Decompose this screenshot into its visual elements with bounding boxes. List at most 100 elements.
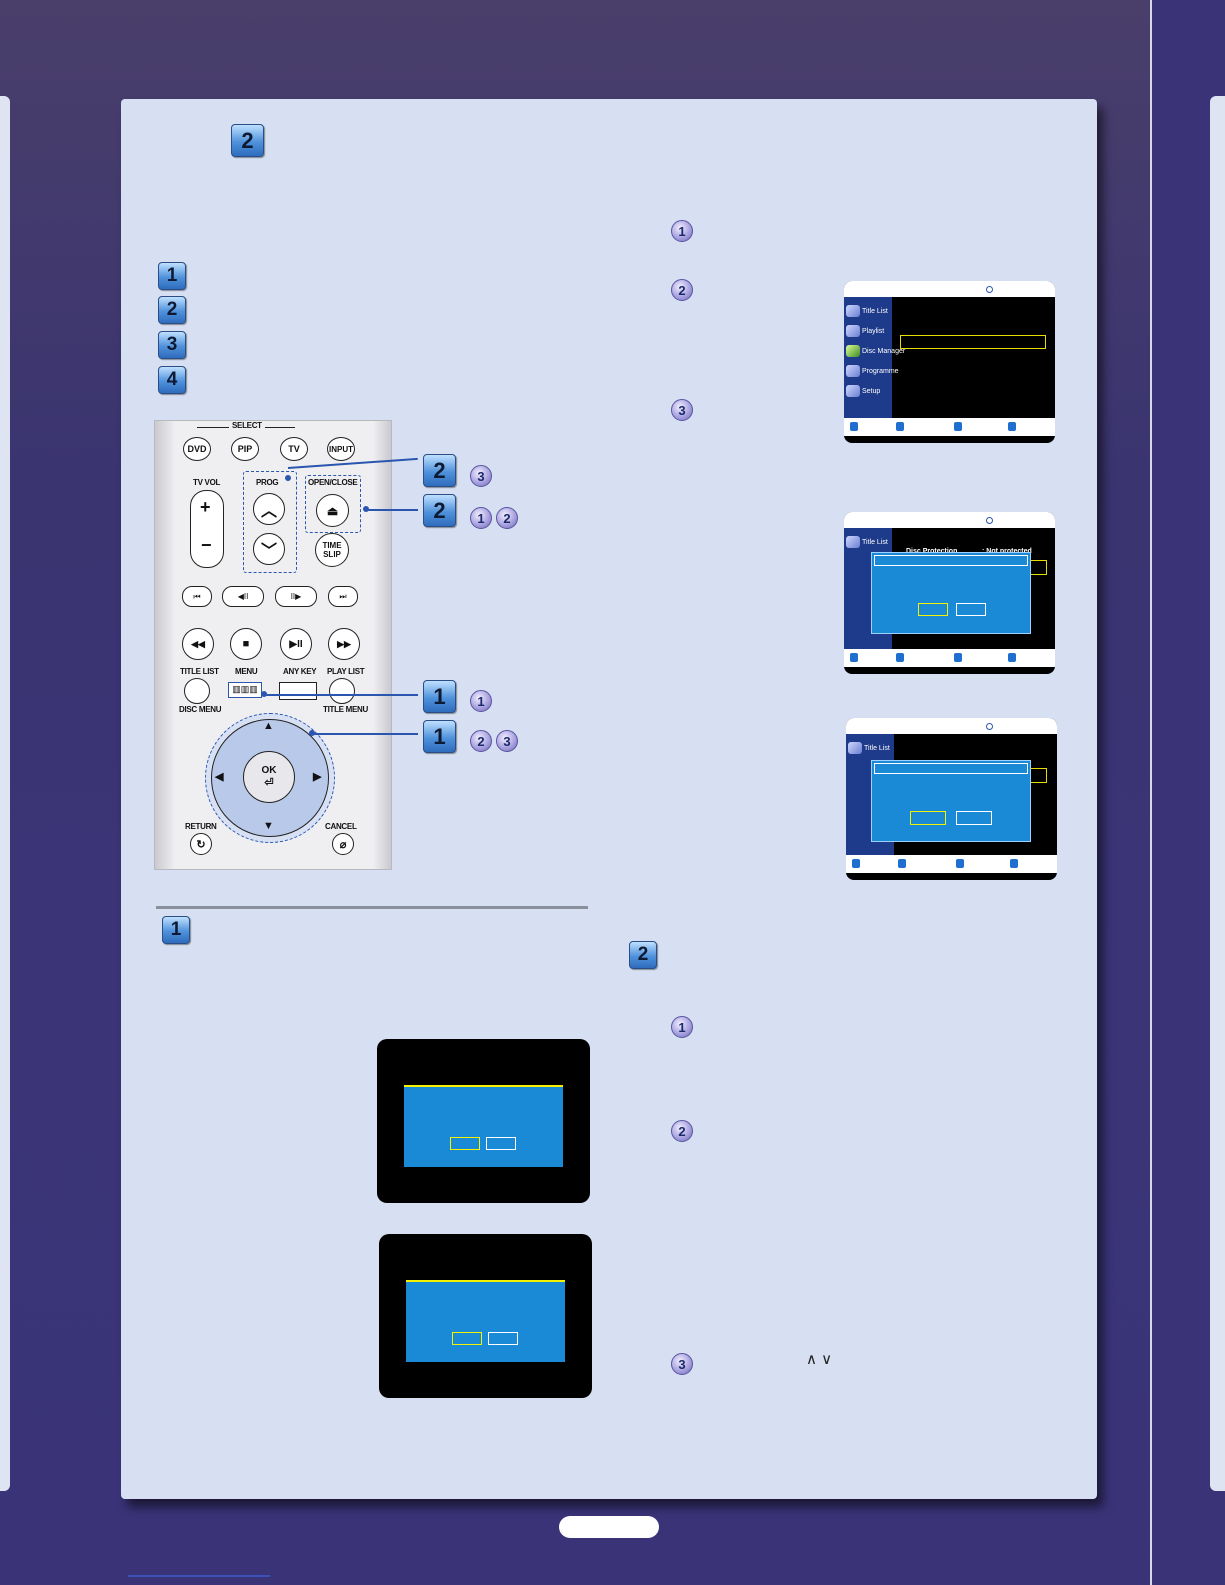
dialog-no-button-2[interactable] — [488, 1332, 518, 1345]
cancel-label: CANCEL — [325, 822, 357, 831]
ok-icon — [896, 422, 904, 431]
select-label: SELECT — [229, 421, 265, 430]
skip-back-button[interactable]: ⏮ — [182, 586, 212, 607]
osd-highlight-row[interactable] — [900, 335, 1046, 349]
ok-button[interactable]: OK ⏎ — [243, 751, 295, 803]
title-list-button[interactable] — [184, 678, 210, 704]
osd-menu-title-list[interactable]: Title List — [846, 305, 888, 317]
callout-step-a-1: 3 — [470, 465, 492, 487]
dvd-button[interactable]: DVD — [183, 437, 211, 461]
osd3-yes-button[interactable] — [910, 811, 946, 825]
prog-up-button[interactable]: ︿ — [253, 493, 285, 525]
section-divider — [156, 906, 588, 909]
pip-button[interactable]: PIP — [231, 437, 259, 461]
osd3-highlight-edge — [1030, 768, 1047, 783]
section-badge: 2 — [231, 124, 264, 157]
arrow-down-icon[interactable]: ▼ — [263, 820, 274, 832]
dialog-no-button-1[interactable] — [486, 1137, 516, 1150]
osd-titlebar-2 — [844, 512, 1055, 528]
osd-menu-disc-manager[interactable]: Disc Manager — [846, 345, 905, 357]
osd2-bottom-bar — [844, 649, 1055, 667]
step-badge-2: 2 — [158, 296, 186, 324]
osd-side-menu: Title List Playlist Disc Manager Program… — [844, 297, 905, 425]
osd-titlebar-3 — [846, 718, 1057, 734]
dialog-box-1 — [404, 1085, 563, 1167]
callout-step-d-2: 3 — [496, 730, 518, 752]
callout-step-b-2: 2 — [496, 507, 518, 529]
return-label: RETURN — [185, 822, 217, 831]
tv-vol-rocker[interactable] — [190, 490, 224, 568]
right-step-2: 2 — [671, 279, 693, 301]
step-back-button[interactable]: ◀II — [222, 586, 264, 607]
ok-label: OK — [261, 765, 277, 776]
any-key-button[interactable] — [279, 682, 317, 700]
dialog-yes-button-1[interactable] — [450, 1137, 480, 1150]
step-badge-4: 4 — [158, 366, 186, 394]
callout-badge-d: 1 — [423, 720, 456, 753]
open-close-label: OPEN/CLOSE — [308, 478, 358, 487]
stop-button[interactable]: ■ — [230, 628, 262, 660]
play-pause-button[interactable]: ▶II — [280, 628, 312, 660]
osd-menu-programme[interactable]: Programme — [846, 365, 899, 377]
title-menu-label: TITLE MENU — [323, 705, 368, 714]
callout-dot-prog — [285, 475, 291, 481]
osd-menu-setup[interactable]: Setup — [846, 385, 880, 397]
callout-dot-menu — [261, 691, 267, 697]
tv-button[interactable]: TV — [280, 437, 308, 461]
prog-up-down-icons: ∧ ∨ — [806, 1351, 833, 1368]
osd2-no-button[interactable] — [956, 603, 986, 616]
osd2-menu-title-list[interactable]: Title List — [846, 536, 888, 548]
osd3-no-button[interactable] — [956, 811, 992, 825]
tv-screen-2 — [379, 1234, 592, 1398]
tv-vol-label: TV VOL — [193, 478, 221, 487]
footer-link-underline — [128, 1575, 270, 1577]
vol-plus[interactable]: + — [200, 497, 211, 517]
return-button[interactable]: ↻ — [190, 833, 212, 855]
open-close-highlight — [305, 475, 361, 533]
osd-screen-2: Title List Disc Protection : Not protect… — [844, 512, 1055, 674]
callout-step-c-1: 1 — [470, 690, 492, 712]
fast-forward-button[interactable]: ▶▶ — [328, 628, 360, 660]
arrow-up-icon[interactable]: ▲ — [263, 720, 274, 732]
osd2-partial-value: : Not protected — [982, 548, 1032, 555]
eject-button[interactable]: ⏏ — [316, 494, 349, 527]
remote-edge-right — [373, 421, 391, 869]
right-step-1: 1 — [671, 220, 693, 242]
subsection-1-badge: 1 — [162, 916, 190, 944]
menu-button[interactable]: ▥▥▥ — [228, 682, 262, 698]
callout-line-dpad — [312, 733, 418, 735]
adjacent-page-right — [1210, 96, 1225, 1491]
play-list-button[interactable] — [329, 678, 355, 704]
page-number-pill — [559, 1516, 659, 1538]
disc-menu-label: DISC MENU — [179, 705, 222, 714]
step-badge-3: 3 — [158, 331, 186, 359]
remote-edge-left — [155, 421, 175, 869]
right-bottom-step-1: 1 — [671, 1016, 693, 1038]
osd2-yes-button[interactable] — [918, 603, 948, 616]
osd3-dialog — [871, 760, 1031, 842]
prog-highlight — [243, 471, 297, 573]
cancel-button[interactable]: ⌀ — [332, 833, 354, 855]
time-slip-button[interactable]: TIME SLIP — [315, 533, 349, 567]
osd-screen-3: Title List — [846, 718, 1057, 880]
osd3-menu-title-list[interactable]: Title List — [848, 742, 890, 754]
osd3-dialog-header — [874, 763, 1028, 774]
rewind-button[interactable]: ◀◀ — [182, 628, 214, 660]
subsection-2-badge: 2 — [629, 941, 657, 969]
skip-forward-button[interactable]: ⏭ — [328, 586, 358, 607]
osd3-bottom-bar — [846, 855, 1057, 873]
title-list-label: TITLE LIST — [180, 667, 219, 676]
input-button[interactable]: INPUT — [327, 437, 355, 461]
step-badge-1: 1 — [158, 262, 186, 290]
osd-menu-playlist[interactable]: Playlist — [846, 325, 884, 337]
step-forward-button[interactable]: II▶ — [275, 586, 317, 607]
arrow-left-icon[interactable]: ◀ — [215, 771, 224, 783]
dialog-yes-button-2[interactable] — [452, 1332, 482, 1345]
prog-down-button[interactable]: ﹀ — [253, 533, 285, 565]
right-bottom-step-2: 2 — [671, 1120, 693, 1142]
vol-minus[interactable]: − — [201, 535, 212, 555]
play-list-label: PLAY LIST — [327, 667, 365, 676]
tv-screen-1 — [377, 1039, 590, 1203]
arrow-right-icon[interactable]: ▶ — [313, 771, 322, 783]
dialog-box-2 — [406, 1280, 565, 1362]
